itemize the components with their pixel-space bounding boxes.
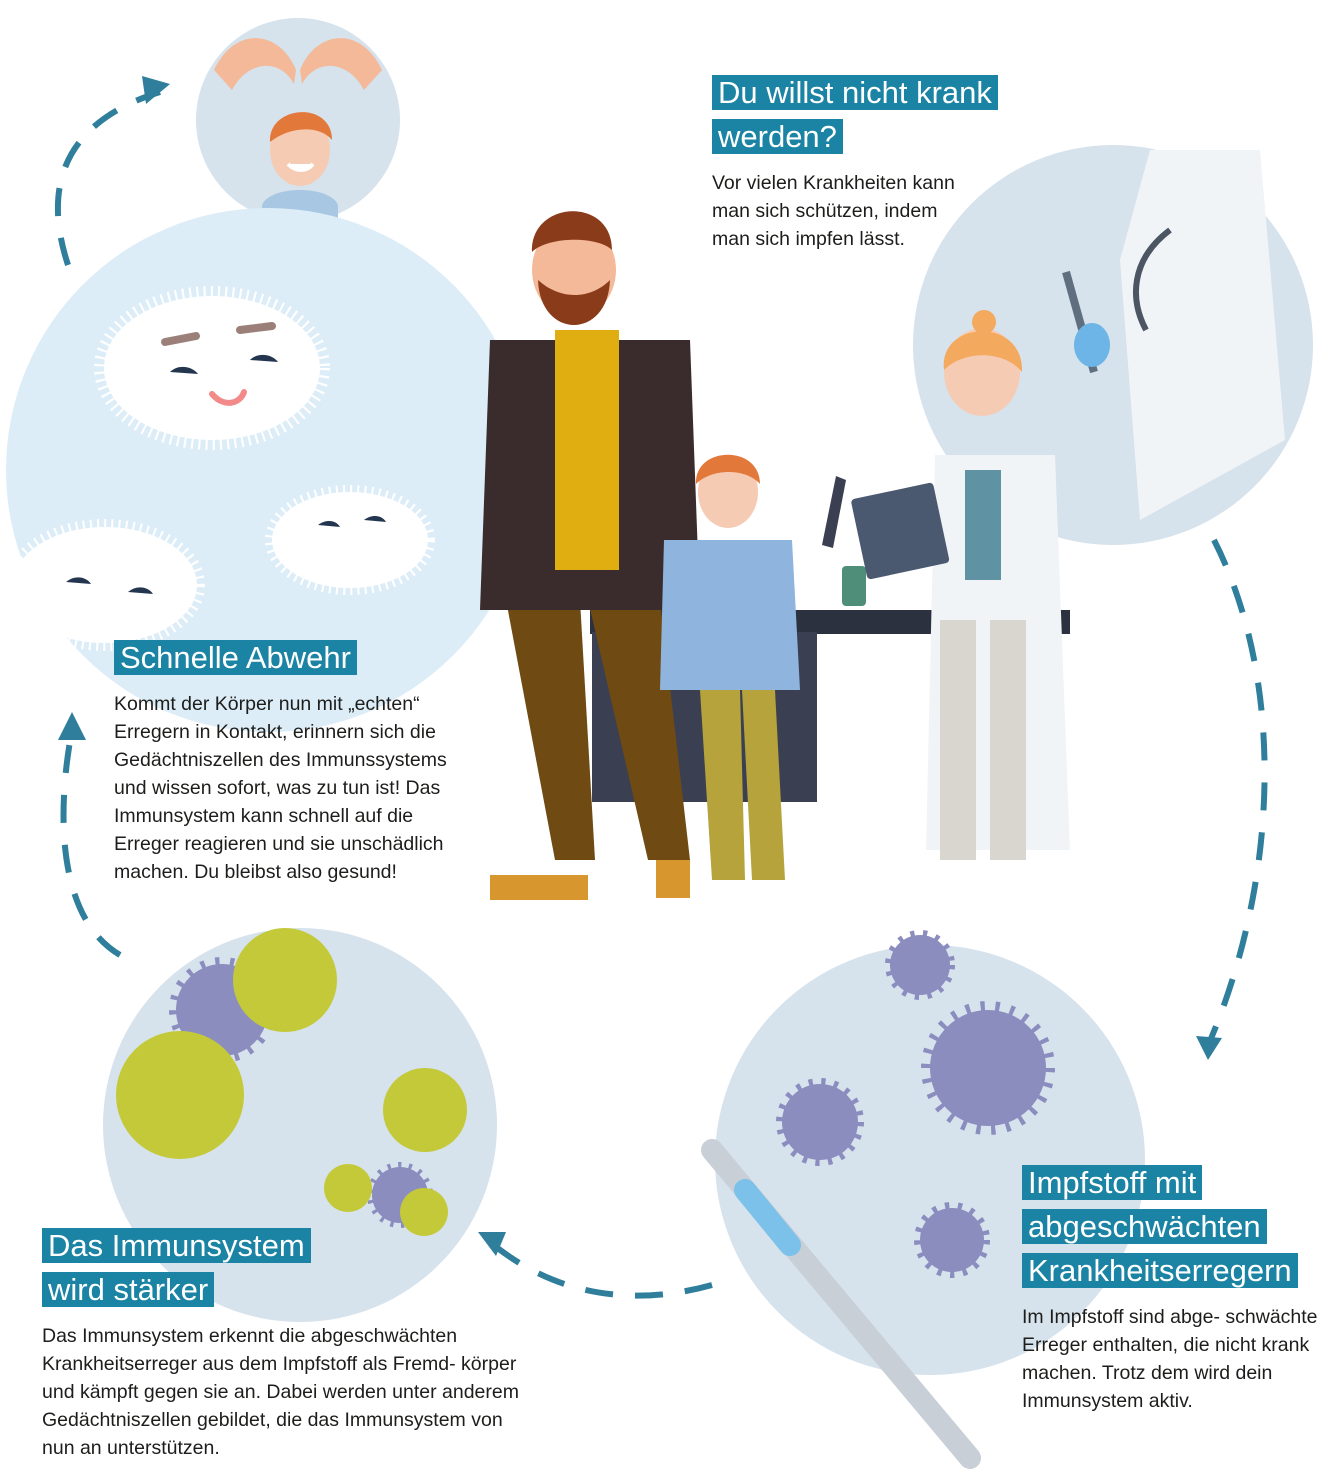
arrow-heads [58, 76, 1222, 1256]
memory-cells-circle [5, 208, 530, 732]
protected-boy-circle [196, 18, 400, 222]
step-vaccine: Impfstoff mit abgeschwächten Krankheitse… [1022, 1165, 1320, 1415]
arrow-top-left-icon [54, 89, 161, 266]
arrowhead-top-icon [142, 76, 170, 104]
arrowhead-bottom-icon [478, 1232, 506, 1256]
arrow-bottom-icon [488, 1239, 713, 1299]
step-stronger: Das Immunsystem wird stärker Das Immunsy… [42, 1228, 542, 1462]
step-intro-text: Vor vielen Krankheiten kann man sich sch… [712, 172, 955, 250]
immune-fight-circle [103, 928, 497, 1322]
step-vaccine-text: Im Impfstoff sind abge- schwächte Errege… [1022, 1306, 1318, 1412]
step-stronger-text: Das Immunsystem erkennt die abgeschwächt… [42, 1325, 519, 1459]
arrowhead-left-icon [58, 712, 86, 740]
family-at-doctor-scene [480, 211, 1070, 900]
protecting-hands-icon [214, 38, 296, 90]
arrow-right-down-icon [1204, 538, 1268, 1050]
step-defense-title: Schnelle Abwehr [114, 640, 357, 675]
step-defense-text: Kommt der Körper nun mit „echten“ Errege… [114, 693, 447, 883]
arrowhead-right-icon [1196, 1036, 1222, 1060]
step-intro: Du willst nicht krank werden? Vor vielen… [712, 75, 1032, 253]
cycle-arrows [54, 89, 1268, 1299]
arrow-left-up-icon [60, 729, 122, 958]
doctor-syringe-circle [913, 145, 1313, 545]
step-stronger-title: Das Immunsystem wird stärker [42, 1228, 311, 1307]
step-intro-title: Du willst nicht krank werden? [712, 75, 998, 154]
step-defense: Schnelle Abwehr Kommt der Körper nun mit… [114, 640, 484, 886]
step-vaccine-title: Impfstoff mit abgeschwächten Krankheitse… [1022, 1165, 1298, 1288]
